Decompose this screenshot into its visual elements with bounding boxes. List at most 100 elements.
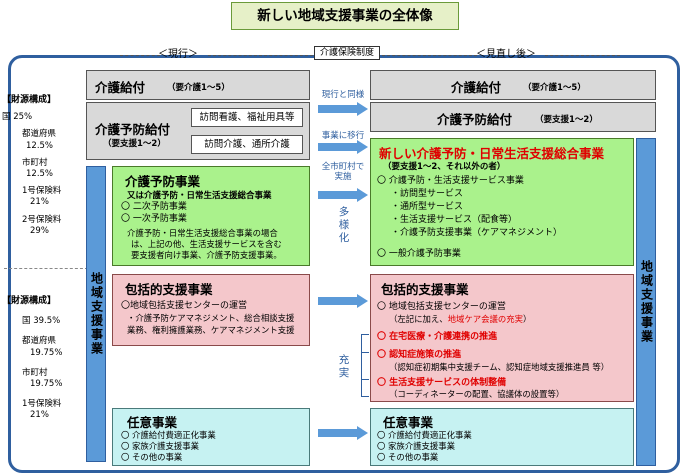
comprehensive-item: 〇 在宅医療・介護連携の推進 (377, 332, 498, 342)
divider (545, 55, 620, 56)
page-title: 新しい地域支援事業の全体像 (231, 2, 459, 30)
bracket-line (361, 334, 362, 396)
comprehensive-box-right: 包括的支援事業 〇 地域包括支援センターの運営 （左記に加え、地域ケア会議の充実… (370, 274, 634, 402)
finance-line: 国 25% (2, 112, 33, 123)
comprehensive-item: 〇 生活支援サービスの体制整備 (377, 378, 507, 388)
care-benefit-title: 介護給付 (451, 80, 502, 95)
all-municipalities-line: 実施 (334, 172, 352, 182)
insurance-system-label: 介護保険制度 (314, 46, 380, 60)
prevention-benefit-box-new: 介護予防給付 （要支援1～2） (370, 102, 656, 132)
finance-line: 1号保険料 (22, 399, 62, 410)
diversify-char: 多 (338, 206, 350, 218)
optional-box-right: 任意事業 〇 介護給付費適正化事業 〇 家族介護支援事業 〇 その他の事業 (370, 408, 634, 466)
finance-line: 1号保険料 (22, 186, 62, 197)
new-project-subitem: ・訪問型サービス (391, 189, 464, 199)
expand-note: 充 実 (336, 354, 352, 380)
regional-support-bar-right: 地域支援事業 (636, 138, 656, 466)
finance-divider (4, 268, 88, 269)
comprehensive-item: 〇地域包括支援センターの運営 (121, 301, 248, 311)
shift-note: 事業に移行 (321, 131, 365, 141)
comprehensive-note: （認知症初期集中支援チーム、認知症地域支援推進員 等） (389, 362, 610, 372)
finance-line: 市町村 (22, 367, 48, 378)
optional-item: 〇 介護給付費適正化事業 (377, 430, 472, 440)
comprehensive-note: （左記に加え、地域ケア会議の充実） (389, 314, 531, 325)
new-project-subitem: ・生活支援サービス（配食等） (391, 215, 518, 225)
finance-line: 12.5% (26, 169, 54, 180)
optional-item: 〇 家族介護支援事業 (377, 441, 456, 451)
finance-line: 国 39.5% (22, 316, 61, 327)
comprehensive-note: （コーディネーターの配置、協議体の設置等） (389, 389, 565, 399)
care-benefit-sub: （要介護1～5） (523, 83, 586, 93)
comprehensive-detail: 業務、権利擁護業務、ケアマネジメント支援 (127, 325, 295, 335)
arrow-right-icon (318, 426, 368, 440)
prevention-benefit-title: 介護予防給付 (437, 112, 513, 127)
optional-item: 〇 介護給付費適正化事業 (121, 430, 216, 440)
arrow-right-icon (318, 140, 368, 154)
new-comprehensive-project-box: 新しい介護予防・日常生活支援総合事業 （要支援1～2、それ以外の者） 〇 介護予… (370, 138, 634, 266)
comprehensive-item: 〇 認知症施策の推進 (377, 350, 462, 360)
finance-line: 29% (30, 225, 49, 236)
prevention-project-item: 〇 一次予防事業 (121, 214, 187, 224)
comprehensive-box-left: 包括的支援事業 〇地域包括支援センターの運営 ・介護予防ケアマネジメント、総合相… (112, 274, 310, 346)
diversify-note: 多 様 化 (336, 206, 352, 245)
reviewed-label: ＜見直し後＞ (476, 49, 536, 60)
regional-support-label: 地域支援事業 (639, 260, 654, 344)
note-highlight: 地域ケア会議の充実 (447, 314, 523, 324)
comprehensive-title: 包括的支援事業 (381, 282, 469, 297)
finance-heading: 【財源構成】 (2, 95, 57, 105)
prevention-benefit-title: 介護予防給付 (95, 122, 171, 137)
care-benefit-box: 介護給付 （要介護1～5） (86, 70, 310, 100)
care-benefit-title: 介護給付 (95, 80, 146, 95)
optional-item: 〇 その他の事業 (121, 452, 183, 462)
prevention-item-visiting-nurse: 訪問看護、福祉用具等 (191, 108, 303, 127)
new-project-subitem: ・通所型サービス (391, 202, 464, 212)
prevention-project-note: は、上記の他、生活支援サービスを含む (131, 239, 282, 249)
finance-line: 都道府県 (22, 129, 57, 140)
same-as-current-note: 現行と同様 (321, 90, 365, 100)
comprehensive-detail: ・介護予防ケアマネジメント、総合相談支援 (127, 313, 295, 323)
optional-item: 〇 家族介護支援事業 (121, 441, 200, 451)
all-municipalities-note: 全市町村で 実施 (316, 162, 370, 182)
arrow-right-icon (318, 188, 368, 202)
all-municipalities-line: 全市町村で (321, 162, 365, 172)
optional-title: 任意事業 (127, 415, 178, 430)
finance-line: 2号保険料 (22, 214, 62, 225)
arrow-right-icon (318, 294, 368, 308)
diversify-char: 様 (338, 219, 350, 231)
arrow-right-icon (318, 102, 368, 116)
optional-box-left: 任意事業 〇 介護給付費適正化事業 〇 家族介護支援事業 〇 その他の事業 (112, 408, 310, 466)
finance-line: 市町村 (22, 157, 48, 168)
finance-line: 都道府県 (22, 336, 57, 347)
optional-item: 〇 その他の事業 (377, 452, 439, 462)
finance-line: 12.5% (26, 140, 54, 151)
finance-heading: 【財源構成】 (2, 296, 57, 306)
bracket-line (361, 352, 369, 353)
new-project-sub: （要支援1～2、それ以外の者） (383, 162, 506, 172)
prevention-benefit-box: 介護予防給付 （要支援1～2） 訪問看護、福祉用具等 訪問介護、通所介護 (86, 102, 310, 160)
prevention-project-item: 〇 二次予防事業 (121, 202, 187, 212)
finance-line: 21% (30, 410, 49, 421)
care-benefit-sub: （要介護1～5） (167, 83, 230, 93)
bracket-line (361, 334, 369, 335)
prevention-project-title: 介護予防事業 (125, 174, 201, 189)
prevention-project-box: 介護予防事業 又は介護予防・日常生活支援総合事業 〇 二次予防事業 〇 一次予防… (112, 166, 310, 266)
note-suffix: ） (523, 314, 532, 324)
new-project-title: 新しい介護予防・日常生活支援総合事業 (379, 146, 605, 161)
new-project-item: 〇 一般介護予防事業 (377, 249, 461, 259)
divider (120, 55, 160, 56)
comprehensive-item: 〇 地域包括支援センターの運営 (377, 302, 506, 312)
bracket-line (361, 379, 369, 380)
bracket-line (361, 396, 369, 397)
divider (208, 55, 313, 56)
prevention-item-home-care: 訪問介護、通所介護 (191, 135, 303, 154)
care-benefit-box-new: 介護給付 （要介護1～5） (370, 70, 656, 100)
finance-line: 21% (30, 197, 49, 208)
prevention-project-sub: 又は介護予防・日常生活支援総合事業 (127, 191, 272, 201)
note-prefix: （左記に加え、 (389, 314, 448, 324)
divider (382, 55, 477, 56)
finance-line: 19.75% (30, 347, 63, 358)
optional-title: 任意事業 (383, 415, 434, 430)
comprehensive-title: 包括的支援事業 (125, 282, 213, 297)
regional-support-bar-left: 地域支援事業 (86, 166, 106, 462)
expand-char: 実 (338, 367, 350, 379)
